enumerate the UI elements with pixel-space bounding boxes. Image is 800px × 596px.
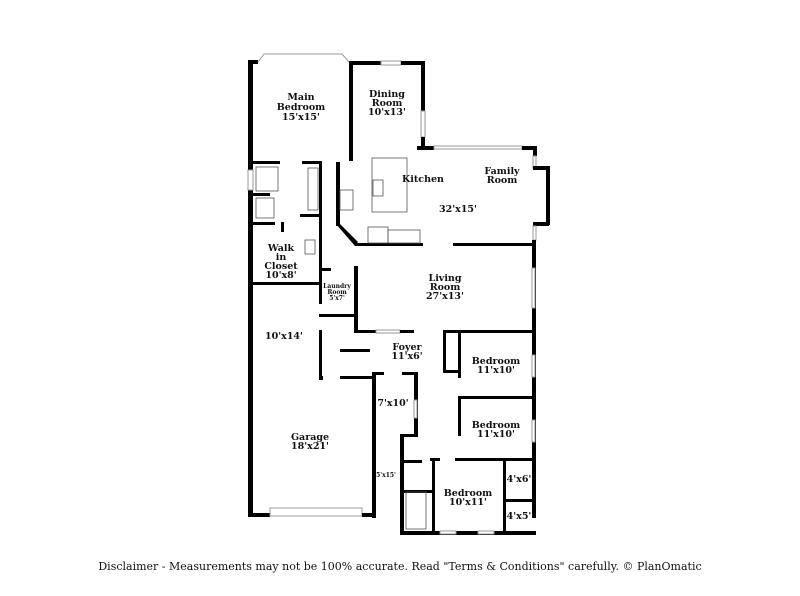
bedroom-2-size: 11'x10' bbox=[477, 429, 515, 440]
family-room-label-2: Room bbox=[487, 175, 518, 186]
room-size-5x15: 5'x15' bbox=[376, 472, 396, 479]
walk-in-closet-label-3: Closet bbox=[264, 261, 298, 272]
counter bbox=[387, 229, 421, 244]
laundry-room-label: Laundry bbox=[323, 283, 351, 290]
bathtub bbox=[255, 166, 279, 192]
closet-size-4x6: 4'x6' bbox=[507, 474, 532, 485]
shower bbox=[255, 197, 275, 219]
room-size-10x14: 10'x14' bbox=[265, 331, 303, 342]
living-room-size: 27'x13' bbox=[426, 291, 464, 302]
family-room-size: 32'x15' bbox=[439, 204, 477, 215]
kitchen-sink bbox=[372, 179, 384, 197]
foyer-size: 11'x6' bbox=[391, 351, 422, 362]
laundry-room-size: 5'x7' bbox=[329, 295, 345, 302]
main-bedroom-size: 15'x15' bbox=[282, 112, 320, 123]
kitchen-island bbox=[371, 157, 408, 213]
foyer-label: Foyer bbox=[392, 342, 422, 353]
walls bbox=[247, 53, 550, 535]
bedroom-1-label: Bedroom bbox=[472, 356, 520, 367]
main-bedroom-label-2: Bedroom bbox=[277, 102, 325, 113]
walk-in-closet-label-2: in bbox=[276, 252, 287, 263]
closet-size-4x5: 4'x5' bbox=[507, 511, 532, 522]
bay-window bbox=[257, 53, 350, 63]
bathtub-hall bbox=[405, 491, 427, 530]
main-bedroom-label: Main bbox=[287, 92, 314, 103]
dining-room-label: Dining bbox=[369, 89, 405, 100]
bedroom-1-size: 11'x10' bbox=[477, 365, 515, 376]
laundry-room-label-2: Room bbox=[327, 289, 347, 296]
kitchen-label: Kitchen bbox=[402, 174, 444, 185]
bedroom-3-label: Bedroom bbox=[444, 488, 492, 499]
family-room-label: Family bbox=[484, 166, 520, 177]
stove bbox=[339, 189, 354, 211]
garage-label: Garage bbox=[291, 432, 329, 443]
bedroom-3-size: 10'x11' bbox=[449, 497, 487, 508]
dining-room-label-2: Room bbox=[372, 98, 403, 109]
vanity bbox=[307, 167, 319, 211]
living-room-label-2: Room bbox=[430, 282, 461, 293]
walk-in-closet-label: Walk bbox=[267, 243, 295, 254]
room-size-7x10: 7'x10' bbox=[377, 398, 408, 409]
disclaimer-text: Disclaimer - Measurements may not be 100… bbox=[98, 560, 702, 573]
pantry bbox=[367, 226, 389, 244]
walk-in-closet-size: 10'x8' bbox=[265, 270, 296, 281]
bedroom-2-label: Bedroom bbox=[472, 420, 520, 431]
living-room-label: Living bbox=[429, 273, 462, 284]
garage-door bbox=[269, 507, 363, 517]
garage-size: 18'x21' bbox=[291, 441, 329, 452]
room-labels: Main Bedroom 15'x15' Dining Room 10'x13'… bbox=[264, 89, 531, 522]
toilet bbox=[304, 239, 316, 255]
dining-room-size: 10'x13' bbox=[368, 107, 406, 118]
fixtures bbox=[255, 157, 427, 530]
